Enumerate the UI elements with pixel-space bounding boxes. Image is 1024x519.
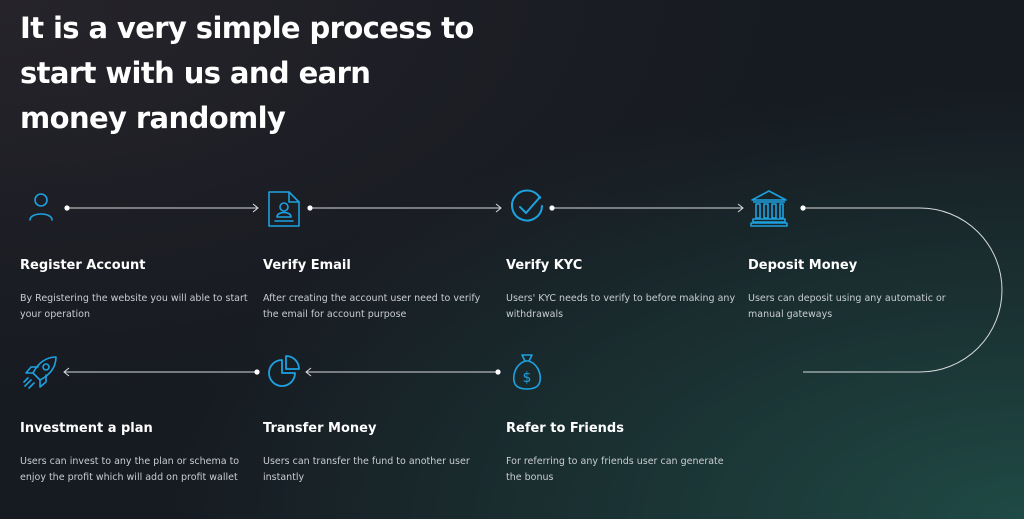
step-description: Users can invest to any the plan or sche… <box>20 456 240 483</box>
step-description: For referring to any friends user can ge… <box>506 456 724 483</box>
check-circle-icon <box>506 188 548 230</box>
step-title: Register Account <box>20 258 146 273</box>
pie-chart-icon <box>263 351 305 393</box>
step-description: By Registering the website you will able… <box>20 293 248 320</box>
step-title: Verify KYC <box>506 258 583 273</box>
headline: It is a very simple process to start wit… <box>20 11 474 135</box>
step-description: Users' KYC needs to verify to before mak… <box>506 293 736 320</box>
bank-icon <box>748 188 790 230</box>
step-description: After creating the account user need to … <box>263 293 481 320</box>
step-title: Transfer Money <box>263 421 377 436</box>
step-title: Refer to Friends <box>506 421 624 436</box>
money-bag-icon: $ <box>506 351 548 393</box>
step-description: Users can deposit using any automatic or… <box>748 293 946 320</box>
step-title: Investment a plan <box>20 421 153 436</box>
step-description: Users can transfer the fund to another u… <box>263 456 470 483</box>
step-title: Verify Email <box>263 258 351 273</box>
step-title: Deposit Money <box>748 258 858 273</box>
svg-text:$: $ <box>523 370 532 386</box>
rocket-icon <box>20 351 62 393</box>
document-user-icon <box>263 188 305 230</box>
user-icon <box>20 188 62 230</box>
